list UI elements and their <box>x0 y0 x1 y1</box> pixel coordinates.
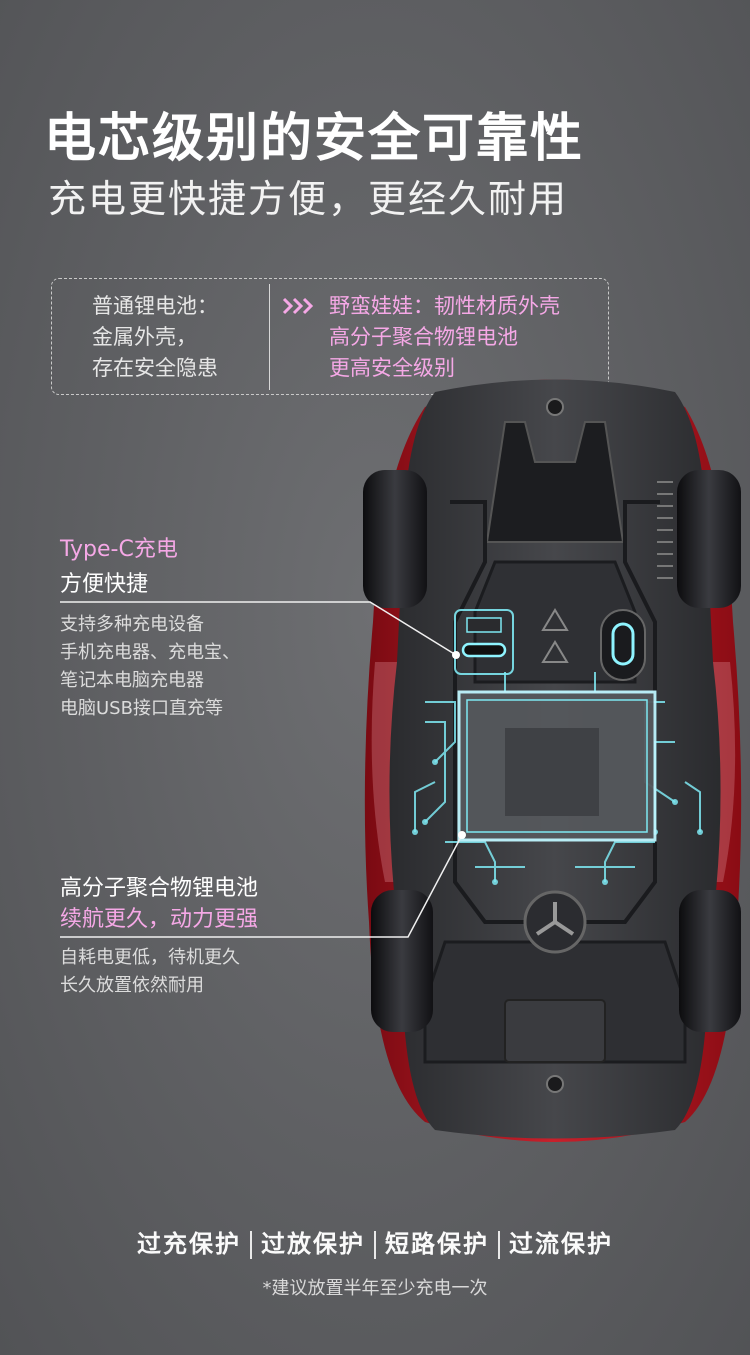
normal-line: 普通锂电池： <box>92 294 218 318</box>
doll-battery-text: 野蛮娃娃：韧性材质外壳 高分子聚合物锂电池 更高安全级别 <box>329 291 560 384</box>
protection-item: 过充保护 <box>137 1230 241 1258</box>
protection-item: 短路保护 <box>385 1230 489 1258</box>
protection-item: 过流保护 <box>509 1230 613 1258</box>
separator <box>250 1231 252 1259</box>
separator <box>374 1231 376 1259</box>
normal-line: 存在安全隐患 <box>92 356 218 380</box>
page-subtitle: 充电更快捷方便，更经久耐用 <box>48 177 569 221</box>
typec-desc-line: 手机充电器、充电宝、 <box>60 642 240 663</box>
wheel-front-left <box>363 470 427 608</box>
typec-subtitle: 方便快捷 <box>60 572 149 597</box>
typec-description: 支持多种充电设备 手机充电器、充电宝、 笔记本电脑充电器 电脑USB接口直充等 <box>60 611 240 723</box>
battery-desc-line: 自耗电更低，待机更久 <box>60 947 240 968</box>
doll-line: 高分子聚合物锂电池 <box>329 325 518 349</box>
battery-desc-line: 长久放置依然耐用 <box>60 975 204 996</box>
car-mouse-image <box>363 379 742 1142</box>
typec-title: Type-C充电 <box>60 537 178 562</box>
footnote: *建议放置半年至少充电一次 <box>262 1278 488 1299</box>
comparison-divider <box>269 284 270 390</box>
wheel-rear-left <box>371 890 433 1032</box>
wheel-front-right <box>677 470 741 608</box>
battery-title: 高分子聚合物锂电池 <box>60 876 259 901</box>
comparison-box <box>51 278 609 395</box>
wheel-rear-right <box>679 890 741 1032</box>
protection-list: 过充保护过放保护短路保护过流保护 <box>0 1224 750 1259</box>
page-title: 电芯级别的安全可靠性 <box>44 109 585 169</box>
typec-desc-line: 电脑USB接口直充等 <box>60 698 223 719</box>
doll-line: 野蛮娃娃：韧性材质外壳 <box>329 294 560 318</box>
triple-chevron-icon <box>282 297 314 315</box>
normal-line: 金属外壳， <box>92 325 197 349</box>
battery-description: 自耗电更低，待机更久 长久放置依然耐用 <box>60 944 240 1000</box>
typec-desc-line: 支持多种充电设备 <box>60 614 204 635</box>
battery-subtitle: 续航更久，动力更强 <box>60 907 259 932</box>
doll-line: 更高安全级别 <box>329 356 455 380</box>
separator <box>498 1231 500 1259</box>
typec-desc-line: 笔记本电脑充电器 <box>60 670 204 691</box>
protection-item: 过放保护 <box>261 1230 365 1258</box>
normal-battery-text: 普通锂电池： 金属外壳， 存在安全隐患 <box>92 291 218 384</box>
